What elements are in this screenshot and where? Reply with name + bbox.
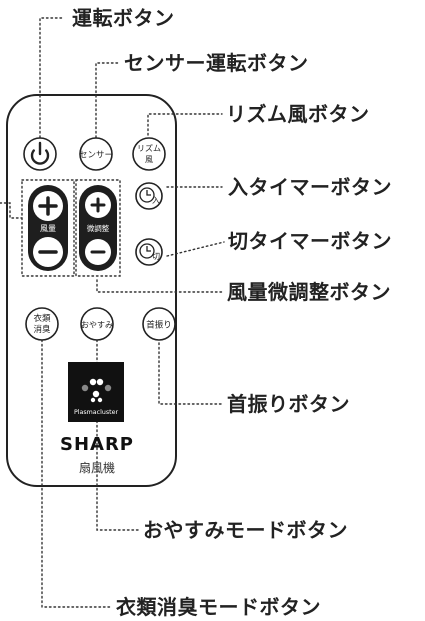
sleep-callout: おやすみモードボタン (143, 518, 348, 542)
product-label: 扇風機 (79, 460, 115, 475)
clock-icon (139, 187, 155, 203)
sensor-button[interactable]: センサー (79, 137, 113, 171)
swing-label: 首振り (146, 320, 172, 331)
sleep-label: おやすみ (81, 321, 113, 330)
swing-button[interactable]: 首振り (142, 307, 176, 341)
timer-on-button[interactable]: 入 (135, 182, 163, 210)
plasmacluster-logo: Plasmacluster (68, 362, 124, 422)
sensor-button-label: センサー (79, 151, 113, 161)
power-button[interactable] (23, 137, 57, 171)
clothes-callout: 衣類消臭モードボタン (116, 595, 321, 619)
clothes-deodorize-button[interactable]: 衣類 消臭 (25, 307, 59, 341)
clothes-label-2: 消臭 (33, 324, 51, 335)
power-icon (30, 141, 50, 165)
fine-adjust-callout: 風量微調整ボタン (227, 280, 391, 304)
volume-label: 風量 (40, 224, 56, 233)
fine-adjust-buttons: 微調整 (79, 185, 117, 271)
plus-icon (90, 197, 106, 213)
sensor-callout: センサー運転ボタン (124, 51, 309, 75)
rhythm-button-label-1: リズム (137, 143, 161, 153)
volume-buttons: 風量 (28, 185, 68, 271)
timer-off-callout: 切タイマーボタン (228, 229, 392, 253)
rhythm-button-label-2: 風 (145, 155, 153, 164)
fine-up-button[interactable] (85, 192, 111, 218)
rhythm-callout: リズム風ボタン (226, 102, 370, 126)
rhythm-button[interactable]: リズム 風 (132, 137, 166, 171)
power-callout: 運転ボタン (72, 6, 175, 30)
volume-down-button[interactable] (33, 237, 63, 267)
brand-logo: SHARP (60, 434, 134, 455)
timer-off-button[interactable]: 切 (135, 238, 163, 266)
volume-up-button[interactable] (33, 191, 63, 221)
timer-off-label: 切 (152, 252, 160, 261)
sleep-button[interactable]: おやすみ (80, 307, 114, 341)
fine-down-button[interactable] (85, 239, 111, 265)
fine-adjust-label: 微調整 (87, 223, 110, 233)
timer-on-callout: 入タイマーボタン (228, 175, 392, 199)
timer-on-label: 入 (152, 196, 160, 205)
clock-icon (139, 243, 155, 259)
swing-callout: 首振りボタン (227, 392, 350, 416)
leader-lines (0, 17, 225, 608)
plus-icon (38, 196, 58, 216)
clothes-label-1: 衣類 (33, 313, 51, 324)
plasma-label: Plasmacluster (74, 409, 119, 416)
